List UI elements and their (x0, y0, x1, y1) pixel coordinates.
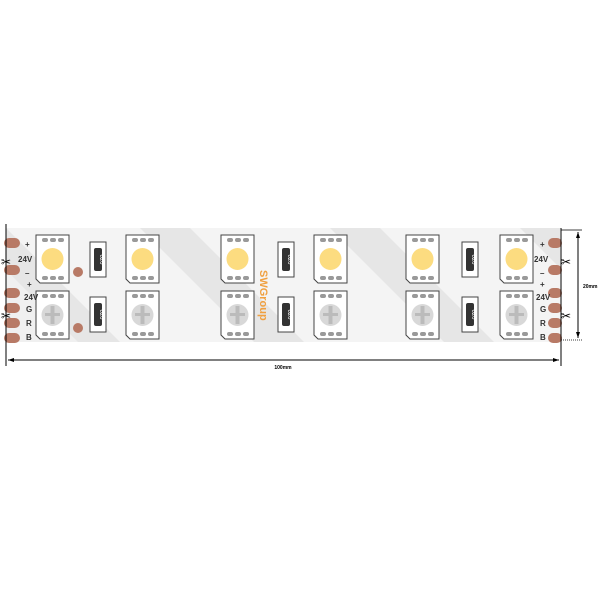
solder-dot (73, 267, 83, 277)
solder-pad (4, 303, 20, 313)
label-plus-right: + (540, 240, 545, 249)
solder-pad (4, 265, 20, 275)
solder-pad (548, 318, 562, 328)
resistor-code: 620 (286, 254, 292, 265)
label-24v-right: 24V (534, 255, 549, 264)
warm-white-led (220, 234, 255, 284)
solder-pad (4, 288, 20, 298)
solder-pad (548, 238, 562, 248)
label-rgb-plus-right: + (540, 280, 545, 289)
solder-pad (4, 318, 20, 328)
label-r-right: R (540, 319, 546, 328)
resistor-code: 620 (286, 309, 292, 320)
label-plus-left: + (25, 240, 30, 249)
brand-logo: SWGroup (257, 270, 269, 321)
solder-pad (548, 303, 562, 313)
resistor: 620 (461, 296, 479, 333)
resistor-code: 620 (470, 309, 476, 320)
resistor: 620 (461, 241, 479, 278)
resistor-code: 620 (98, 309, 104, 320)
warm-white-led (35, 234, 70, 284)
resistor: 620 (277, 296, 295, 333)
length-label: 100mm (274, 365, 292, 371)
resistor: 620 (277, 241, 295, 278)
rgb-led (313, 290, 348, 340)
label-g-left: G (26, 305, 32, 314)
label-rgb-24v-left: 24V (24, 293, 39, 302)
label-minus-right: – (540, 269, 545, 278)
label-rgb-plus-left: + (27, 280, 32, 289)
dimension-width (561, 229, 582, 341)
dimension-length (5, 224, 562, 366)
rgb-led (125, 290, 160, 340)
solder-dot (73, 323, 83, 333)
label-minus-left: – (25, 269, 30, 278)
resistor: 620 (89, 241, 107, 278)
label-b-right: B (540, 333, 546, 342)
label-b-left: B (26, 333, 32, 342)
solder-pad (548, 288, 562, 298)
label-g-right: G (540, 305, 546, 314)
resistor-code: 620 (470, 254, 476, 265)
solder-pad (548, 333, 562, 343)
warm-white-led (405, 234, 440, 284)
scissors-icon: ✂ (561, 309, 571, 323)
solder-pad (4, 238, 20, 248)
warm-white-led (313, 234, 348, 284)
label-rgb-24v-right: 24V (536, 293, 551, 302)
rgb-led (405, 290, 440, 340)
width-label: 20mm (583, 284, 598, 290)
resistor-code: 620 (98, 254, 104, 265)
rgb-led (35, 290, 70, 340)
rgb-led (220, 290, 255, 340)
warm-white-led (125, 234, 160, 284)
warm-white-led (499, 234, 534, 284)
scissors-icon: ✂ (561, 255, 571, 269)
resistor: 620 (89, 296, 107, 333)
label-24v-left: 24V (18, 255, 33, 264)
label-r-left: R (26, 319, 32, 328)
rgb-led (499, 290, 534, 340)
solder-pad (4, 333, 20, 343)
solder-pad (548, 265, 562, 275)
